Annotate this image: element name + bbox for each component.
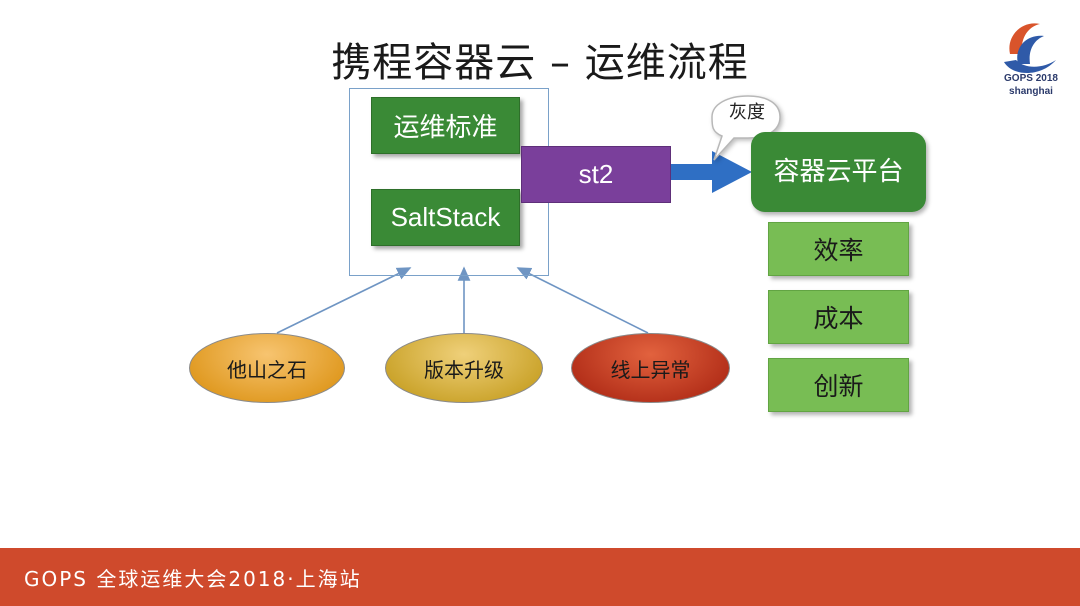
source-oval-lessons: 他山之石 (189, 333, 345, 403)
gops-logo-icon (1004, 23, 1056, 73)
source-oval-incident: 线上异常 (571, 333, 730, 403)
big-blue-arrow (669, 151, 752, 193)
source-oval-upgrade: 版本升级 (385, 333, 543, 403)
benefit-cost: 成本 (768, 290, 909, 344)
benefit-innovation: 创新 (768, 358, 909, 412)
footer-banner: GOPS 全球运维大会2018·上海站 (0, 548, 1080, 606)
ops-standard-box: 运维标准 (371, 97, 520, 154)
arrow-source-3 (516, 267, 649, 334)
logo-line1: GOPS 2018 (1004, 73, 1058, 84)
st2-box: st2 (521, 146, 671, 203)
logo-line2: shanghai (1009, 86, 1053, 97)
callout-bubble (711, 95, 781, 161)
container-platform-box: 容器云平台 (751, 132, 926, 212)
benefit-efficiency: 效率 (768, 222, 909, 276)
callout-gray-release: 灰度 (729, 102, 765, 123)
slide-title: 携程容器云 – 运维流程 (331, 40, 749, 86)
saltstack-box: SaltStack (371, 189, 520, 246)
arrow-source-1 (276, 267, 412, 334)
